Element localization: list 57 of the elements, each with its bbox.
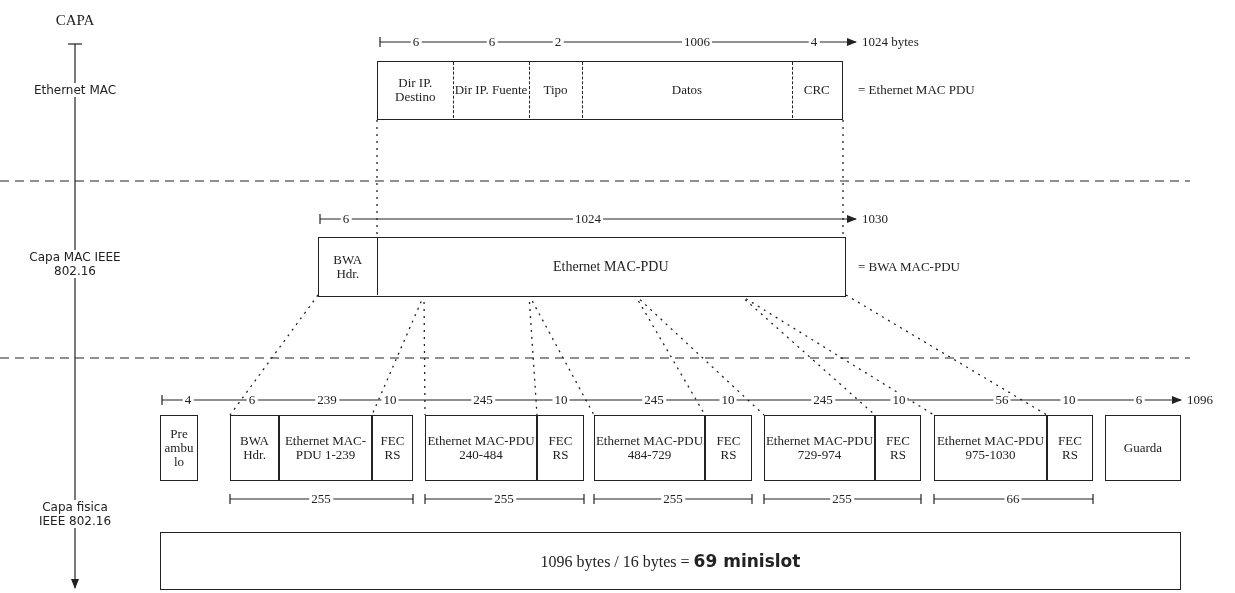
- frame-segment: FEC RS: [875, 415, 921, 481]
- dimension-value: 255: [661, 492, 685, 506]
- dimension-value: 245: [811, 393, 835, 407]
- dimension-value: 1024: [573, 212, 603, 226]
- frame-field: Ethernet MAC-PDU: [376, 238, 844, 295]
- dimension-value: 6: [410, 35, 422, 49]
- frame-field: Dir IP. Fuente: [452, 62, 529, 118]
- dimension-value: 1024 bytes: [860, 35, 921, 49]
- dimension-value: 6: [246, 393, 258, 407]
- frame-segment: BWA Hdr.: [230, 415, 279, 481]
- dimension-value: 10: [381, 393, 399, 407]
- frame-field: Dir IP. Destino: [378, 62, 453, 118]
- dimension-value: 245: [471, 393, 495, 407]
- frame-field: Datos: [581, 62, 792, 118]
- dimension-value: 6: [486, 35, 498, 49]
- dimension-value: 66: [1004, 492, 1022, 506]
- frame-field: CRC: [791, 62, 841, 118]
- dimension-value: 1096: [1185, 393, 1215, 407]
- dimension-value: 1006: [682, 35, 712, 49]
- layer-name: Capa MAC IEEE 802.16: [27, 250, 123, 278]
- dimension-value: 10: [719, 393, 737, 407]
- frame-field: Tipo: [528, 62, 582, 118]
- frame-segment: Guarda: [1105, 415, 1181, 481]
- dimension-value: 56: [993, 393, 1011, 407]
- dimension-value: 255: [309, 492, 333, 506]
- layer-title: CAPA: [53, 13, 97, 27]
- summary-box: 1096 bytes / 16 bytes = 69 minislot: [160, 532, 1181, 590]
- dimension-value: 4: [182, 393, 194, 407]
- projection-line: [845, 294, 1048, 416]
- dimension-value: 4: [808, 35, 820, 49]
- dimension-value: 10: [552, 393, 570, 407]
- frame-caption: = Ethernet MAC PDU: [858, 82, 975, 98]
- dimension-value: 1030: [860, 212, 890, 226]
- frame-segment: FEC RS: [372, 415, 413, 481]
- dimension-value: 245: [642, 393, 666, 407]
- frame-segment: Pre ambu lo: [160, 415, 198, 481]
- frame-segment: Ethernet MAC-PDU 729-974: [764, 415, 875, 481]
- frame-segment: Ethernet MAC-PDU 484-729: [594, 415, 705, 481]
- frame-box: [318, 237, 846, 297]
- frame-caption: = BWA MAC-PDU: [858, 259, 960, 275]
- dimension-value: 10: [1060, 393, 1078, 407]
- dimension-value: 6: [1133, 393, 1145, 407]
- projection-line: [229, 294, 319, 416]
- frame-segment: Ethernet MAC-PDU 240-484: [425, 415, 537, 481]
- dimension-value: 239: [315, 393, 339, 407]
- frame-segment: FEC RS: [705, 415, 752, 481]
- frame-segment: FEC RS: [537, 415, 584, 481]
- frame-field: BWA Hdr.: [319, 238, 377, 295]
- dimension-value: 10: [890, 393, 908, 407]
- frame-box: [377, 61, 843, 120]
- frame-segment: Ethernet MAC-PDU 1-239: [279, 415, 372, 481]
- dimension-value: 6: [340, 212, 352, 226]
- frame-segment: FEC RS: [1047, 415, 1093, 481]
- dimension-value: 255: [830, 492, 854, 506]
- dimension-value: 255: [492, 492, 516, 506]
- frame-segment: Ethernet MAC-PDU 975-1030: [934, 415, 1047, 481]
- dimension-value: 2: [552, 35, 564, 49]
